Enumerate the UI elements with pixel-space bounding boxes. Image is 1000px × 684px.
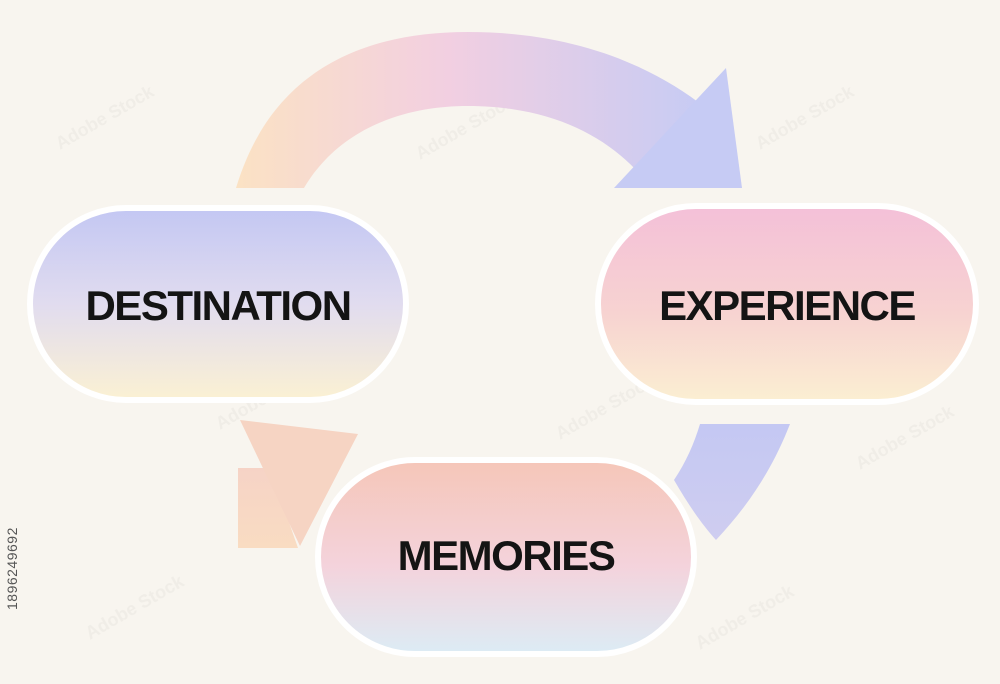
arrow-destination-to-experience [236, 32, 742, 188]
arrowhead [240, 420, 358, 546]
arrowhead [614, 68, 742, 188]
arrow-memories-to-destination [238, 420, 358, 548]
watermark-text: Adobe Stock [852, 401, 958, 474]
stock-id-label: 1896249692 [4, 527, 20, 610]
node-pill [315, 457, 697, 657]
watermark-text: Adobe Stock [52, 81, 158, 154]
node-label-memories: MEMORIES [398, 532, 615, 579]
node-memories: MEMORIES [315, 457, 697, 657]
node-pill [595, 203, 979, 405]
arrow-body [674, 424, 790, 540]
node-label-experience: EXPERIENCE [659, 282, 915, 329]
node-label-destination: DESTINATION [85, 282, 350, 329]
arrow-experience-to-memories [674, 424, 790, 540]
arrow-body [236, 32, 706, 188]
node-destination: DESTINATION [27, 205, 409, 403]
arrow-body [238, 468, 298, 548]
node-experience: EXPERIENCE [595, 203, 979, 405]
watermark-text: Adobe Stock [752, 81, 858, 154]
watermark-text: Adobe Stock [692, 581, 798, 654]
node-pill [27, 205, 409, 403]
watermark-text: Adobe Stock [82, 571, 188, 644]
